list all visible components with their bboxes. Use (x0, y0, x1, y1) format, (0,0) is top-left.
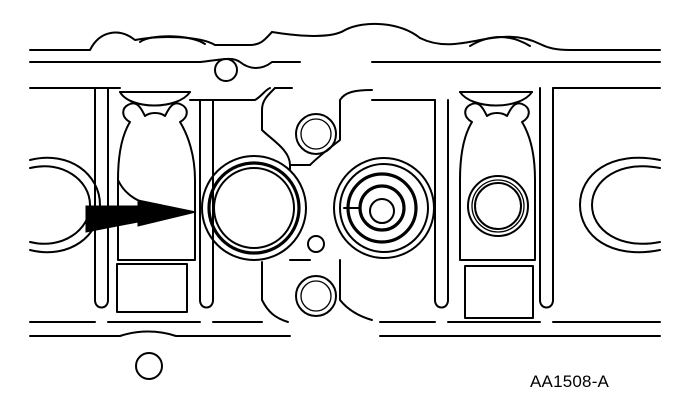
bolt-holes (135, 58, 238, 380)
valve-seat-right (467, 175, 529, 237)
coolant-passage-lower (295, 275, 337, 317)
bolt-hole-top (214, 58, 238, 82)
valve-pocket-left (117, 102, 196, 261)
coolant-hole-small (307, 235, 325, 253)
valve-seat-left (201, 155, 307, 261)
figure-label: AA1508-A (530, 372, 610, 391)
center-web (261, 87, 373, 323)
left-chamber (94, 87, 271, 323)
square-port-left (116, 263, 188, 313)
square-ports (116, 263, 534, 319)
bolt-hole-bottom (135, 352, 163, 380)
cylinder-bore-left (29, 156, 101, 254)
valve-pocket-right (459, 102, 536, 261)
indicator-arrow (85, 199, 197, 233)
cylinder-bore-right (579, 156, 661, 254)
head-top-contour (29, 22, 661, 51)
deck-rails (29, 57, 661, 337)
coolant-passage-upper (295, 113, 337, 155)
spark-plug-port (333, 157, 435, 259)
right-chamber (371, 87, 601, 323)
coolant-passages (295, 113, 337, 317)
square-port-right (464, 265, 534, 319)
